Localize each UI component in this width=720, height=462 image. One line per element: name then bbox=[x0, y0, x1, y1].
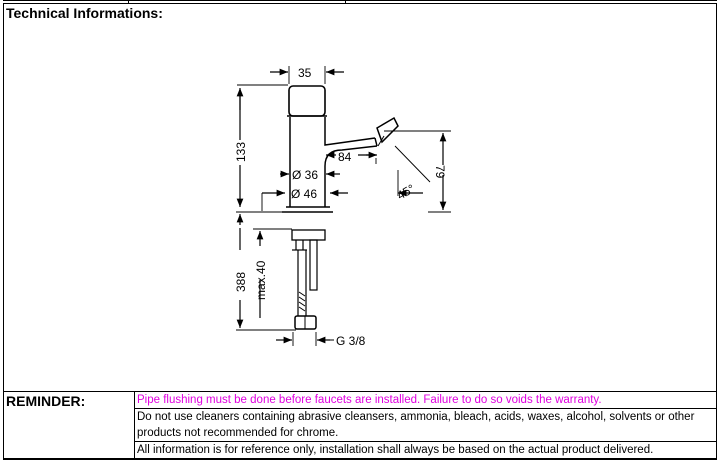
dim-spout-height: 79 bbox=[433, 165, 447, 179]
dim-thread: G 3/8 bbox=[336, 334, 366, 348]
dim-top-width: 35 bbox=[298, 66, 312, 80]
reminder-label: REMINDER: bbox=[3, 391, 135, 459]
dim-spout-reach: 84 bbox=[338, 150, 352, 164]
table-row: REMINDER: Pipe flushing must be done bef… bbox=[3, 391, 717, 459]
dim-max-thickness: max.40 bbox=[254, 260, 268, 300]
push-button-cap bbox=[288, 85, 326, 117]
top-border-tick bbox=[128, 0, 129, 3]
spout-aerator bbox=[376, 116, 399, 144]
dim-below-length: 388 bbox=[234, 272, 248, 292]
cleaning-note: Do not use cleaners containing abrasive … bbox=[134, 408, 717, 442]
dim-dia-inner: Ø 36 bbox=[292, 168, 318, 182]
warning-note: Pipe flushing must be done before faucet… bbox=[134, 391, 717, 409]
mounting-nut bbox=[291, 229, 326, 241]
reference-note: All information is for reference only, i… bbox=[134, 441, 717, 459]
section-title: Technical Informations: bbox=[6, 5, 163, 21]
reminder-table: REMINDER: Pipe flushing must be done bef… bbox=[3, 391, 717, 459]
dim-total-height: 133 bbox=[234, 142, 248, 162]
top-border-line bbox=[3, 0, 717, 1]
top-border-tick bbox=[345, 0, 346, 3]
dim-dia-outer: Ø 46 bbox=[291, 187, 317, 201]
technical-info-frame bbox=[3, 3, 717, 460]
table-row: Do not use cleaners containing abrasive … bbox=[4, 408, 717, 442]
faucet-dimension-drawing: 35 133 84 Ø 36 Ø 46 45° 79 388 max.40 G … bbox=[234, 66, 451, 348]
table-row: All information is for reference only, i… bbox=[4, 441, 717, 459]
